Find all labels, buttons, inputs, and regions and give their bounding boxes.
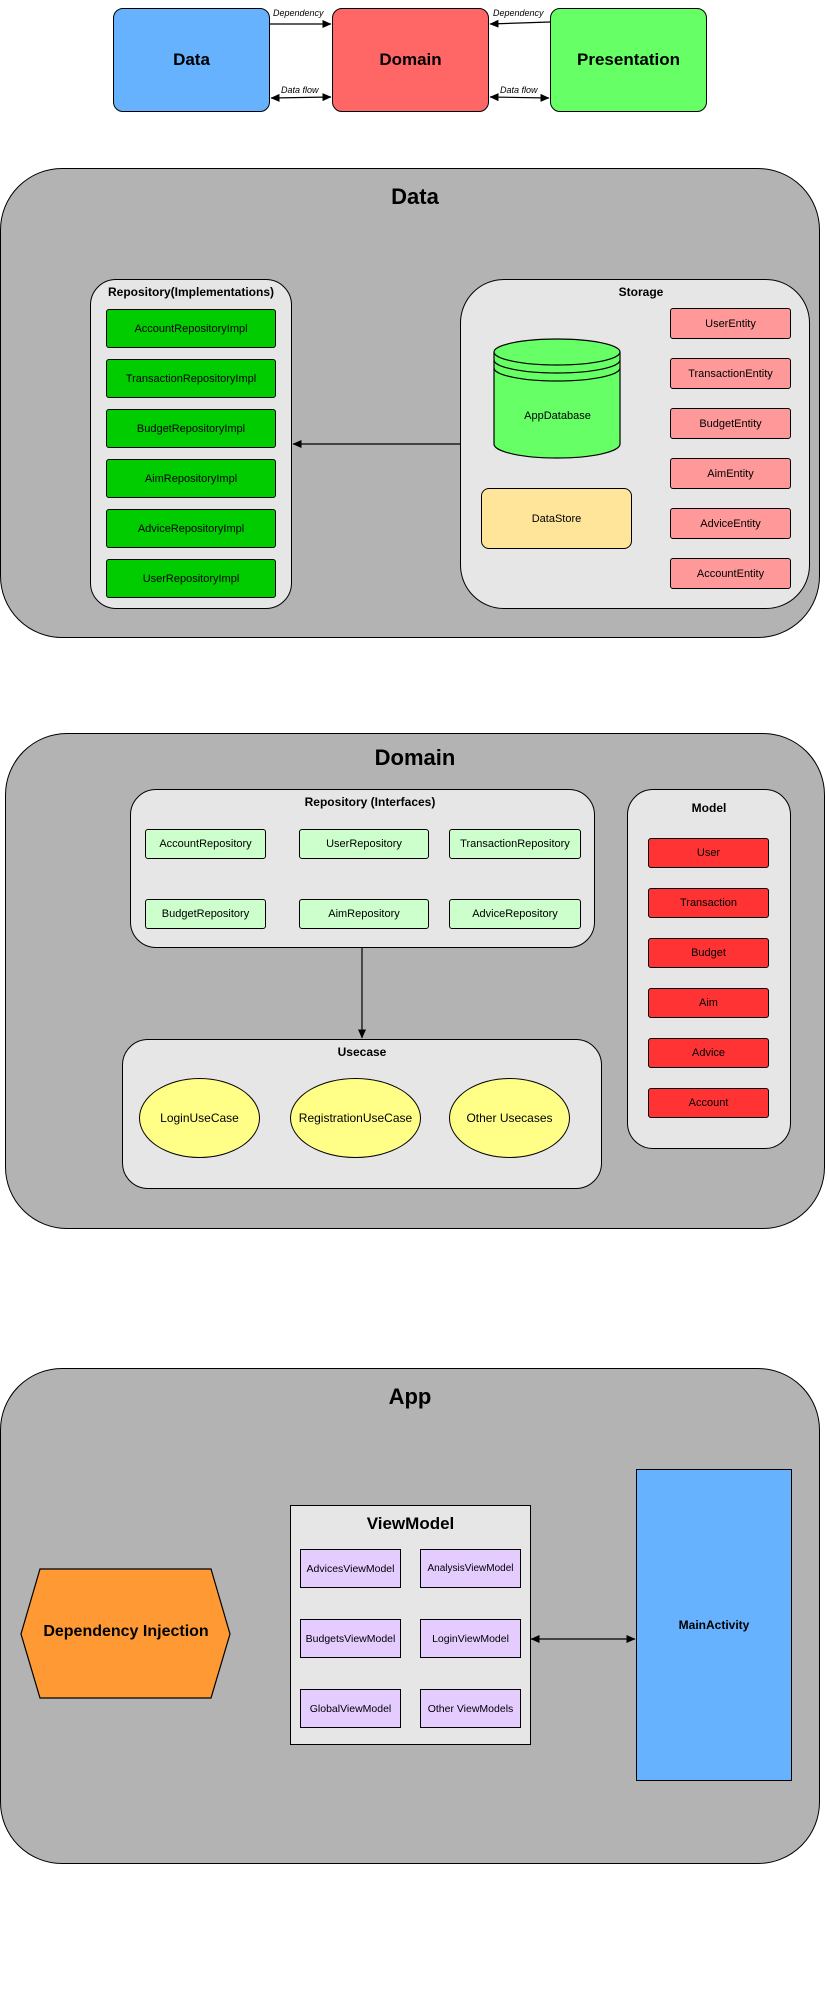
model-item: Aim [648, 988, 769, 1018]
repository-impl-title: Repository(Implementations) [107, 285, 275, 299]
repo-impl-label: BudgetRepositoryImpl [136, 422, 246, 435]
repo-impl-label: TransactionRepositoryImpl [125, 372, 257, 385]
app-section-title: App [388, 1384, 432, 1409]
storage-title: Storage [618, 285, 664, 299]
entity-item: BudgetEntity [670, 408, 791, 439]
entity-item: UserEntity [670, 308, 791, 339]
viewmodel-item: AdvicesViewModel [300, 1549, 401, 1588]
entity-item: AccountEntity [670, 558, 791, 589]
data-layer-box: Data [113, 8, 270, 112]
entity-label: AimEntity [707, 467, 754, 480]
interface-item: AdviceRepository [449, 899, 581, 929]
entity-label: AccountEntity [696, 567, 765, 580]
entity-label: TransactionEntity [688, 367, 773, 380]
interface-label: TransactionRepository [460, 838, 570, 850]
interface-item: AimRepository [299, 899, 429, 929]
repo-impl-item: TransactionRepositoryImpl [106, 359, 276, 398]
entity-label: BudgetEntity [699, 417, 762, 430]
viewmodel-label: Other ViewModels [427, 1702, 514, 1715]
dataflow-label-right: Data flow [499, 85, 539, 96]
model-label: Aim [699, 997, 718, 1009]
usecase-title: Usecase [337, 1045, 387, 1059]
model-label: User [696, 847, 721, 859]
usecase-label: LoginUseCase [160, 1111, 239, 1125]
interface-item: TransactionRepository [449, 829, 581, 859]
database-label: AppDatabase [524, 410, 591, 422]
entity-item: TransactionEntity [670, 358, 791, 389]
entity-item: AdviceEntity [670, 508, 791, 539]
datastore-label: DataStore [531, 512, 582, 525]
viewmodel-label: GlobalViewModel [309, 1702, 392, 1715]
repo-impl-label: AimRepositoryImpl [144, 472, 238, 485]
model-label: Budget [691, 947, 726, 959]
model-item: Budget [648, 938, 769, 968]
dependency-arrow-presentation-domain [489, 19, 551, 28]
repo-impl-item: AimRepositoryImpl [106, 459, 276, 498]
viewmodel-label: LoginViewModel [432, 1632, 509, 1645]
dependency-injection-label: Dependency Injection [43, 1623, 209, 1640]
presentation-layer-label: Presentation [577, 50, 680, 69]
datastore-box: DataStore [481, 488, 632, 549]
viewmodel-item: Other ViewModels [420, 1689, 521, 1728]
model-item: User [648, 838, 769, 868]
model-item: Transaction [648, 888, 769, 918]
interface-label: AdviceRepository [472, 908, 558, 920]
interface-item: UserRepository [299, 829, 429, 859]
repo-impl-item: BudgetRepositoryImpl [106, 409, 276, 448]
usecase-ellipse: LoginUseCase [139, 1078, 260, 1158]
dependency-injection-hexagon [20, 1568, 231, 1699]
viewmodel-item: LoginViewModel [420, 1619, 521, 1658]
repo-impl-label: UserRepositoryImpl [142, 572, 240, 585]
domain-layer-box: Domain [332, 8, 489, 112]
viewmodel-label: BudgetsViewModel [305, 1632, 396, 1645]
model-item: Account [648, 1088, 769, 1118]
domain-layer-label: Domain [379, 50, 442, 69]
repo-impl-label: AdviceRepositoryImpl [137, 522, 245, 535]
viewmodel-item: GlobalViewModel [300, 1689, 401, 1728]
interface-label: BudgetRepository [161, 908, 250, 920]
interface-label: AccountRepository [159, 838, 252, 850]
usecase-label: RegistrationUseCase [298, 1111, 413, 1125]
dependency-label-right: Dependency [492, 8, 545, 19]
dependency-label-left: Dependency [272, 8, 325, 19]
entity-item: AimEntity [670, 458, 791, 489]
data-section-title: Data [391, 184, 439, 209]
usecase-label: Other Usecases [466, 1111, 553, 1125]
dataflow-arrow-data-domain [270, 93, 332, 102]
interface-item: AccountRepository [145, 829, 266, 859]
main-activity-box: MainActivity [636, 1469, 792, 1781]
database-cylinder-icon [493, 338, 621, 459]
model-label: Advice [691, 1047, 726, 1059]
repo-impl-item: AdviceRepositoryImpl [106, 509, 276, 548]
viewmodel-label: AnalysisViewModel [427, 1563, 514, 1574]
viewmodel-title: ViewModel [366, 1514, 455, 1533]
usecase-ellipse: RegistrationUseCase [290, 1078, 421, 1158]
repository-interfaces-title: Repository (Interfaces) [304, 795, 436, 809]
domain-section-title: Domain [374, 745, 456, 770]
repo-impl-label: AccountRepositoryImpl [134, 322, 248, 335]
interface-item: BudgetRepository [145, 899, 266, 929]
viewmodel-item: AnalysisViewModel [420, 1549, 521, 1588]
interface-label: AimRepository [328, 908, 400, 920]
viewmodel-item: BudgetsViewModel [300, 1619, 401, 1658]
viewmodel-label: AdvicesViewModel [306, 1562, 395, 1575]
data-layer-label: Data [173, 50, 210, 69]
model-label: Transaction [679, 897, 738, 909]
interface-label: UserRepository [326, 838, 402, 850]
repo-impl-item: AccountRepositoryImpl [106, 309, 276, 348]
dataflow-arrow-domain-presentation [489, 93, 550, 102]
model-label: Account [688, 1097, 729, 1109]
entity-label: AdviceEntity [700, 517, 761, 530]
entity-label: UserEntity [705, 317, 756, 330]
presentation-layer-box: Presentation [550, 8, 707, 112]
main-activity-label: MainActivity [678, 1618, 750, 1632]
model-item: Advice [648, 1038, 769, 1068]
repo-impl-item: UserRepositoryImpl [106, 559, 276, 598]
usecase-ellipse: Other Usecases [449, 1078, 570, 1158]
dataflow-label-left: Data flow [280, 85, 320, 96]
model-title: Model [691, 801, 727, 815]
